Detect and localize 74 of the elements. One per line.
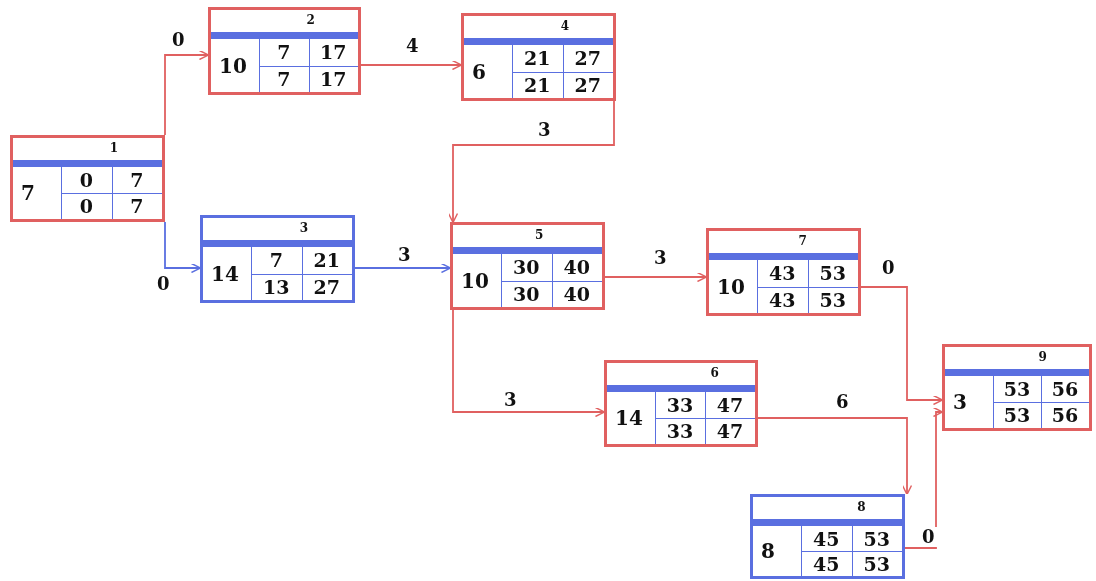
activity-number: 6 (710, 366, 719, 380)
arrow (164, 49, 210, 136)
duration-value: 14 (211, 261, 239, 286)
arrow (164, 221, 202, 274)
late-start-value: 30 (512, 282, 541, 305)
activity-number: 1 (109, 141, 119, 155)
early-start-value: 33 (665, 394, 695, 416)
early-finish-value: 53 (862, 527, 891, 550)
activity-box (10, 135, 165, 222)
activity-number: 7 (798, 234, 807, 248)
late-finish-value: 27 (573, 73, 602, 96)
late-start-value: 45 (812, 552, 841, 575)
arrow (604, 271, 708, 283)
activity-number: 3 (299, 221, 309, 235)
duration-value: 10 (219, 53, 247, 78)
early-finish-value: 47 (715, 394, 745, 416)
duration-value: 14 (615, 406, 643, 430)
duration-value: 10 (461, 268, 489, 293)
activity-box (750, 494, 905, 579)
arrow (447, 100, 615, 224)
activity-box (450, 222, 605, 310)
early-finish-value: 17 (319, 41, 348, 64)
early-start-value: 43 (768, 262, 797, 285)
late-start-value: 13 (262, 275, 291, 298)
arrow (354, 262, 452, 274)
activity-number: 9 (1038, 350, 1047, 364)
early-start-value: 21 (523, 47, 552, 70)
duration-value: 8 (761, 539, 775, 563)
late-finish-value: 53 (862, 552, 891, 575)
late-start-value: 0 (78, 195, 94, 217)
arrow (860, 286, 944, 406)
arrow (452, 309, 606, 418)
activity-box (461, 13, 616, 101)
late-finish-value: 17 (319, 67, 348, 90)
activity-number: 5 (534, 228, 544, 242)
late-start-value: 7 (276, 67, 292, 90)
early-start-value: 45 (812, 527, 841, 550)
early-finish-value: 40 (562, 256, 591, 279)
duration-value: 7 (21, 181, 35, 205)
early-finish-value: 7 (129, 169, 145, 191)
activity-box (208, 7, 361, 95)
arrow (904, 406, 944, 549)
late-finish-value: 53 (818, 288, 847, 311)
late-start-value: 33 (665, 420, 695, 442)
late-finish-value: 47 (715, 420, 745, 442)
activity-number: 4 (560, 19, 570, 33)
activity-box (200, 215, 355, 303)
late-start-value: 21 (523, 73, 552, 96)
late-finish-value: 27 (312, 275, 341, 298)
activity-box (604, 360, 758, 447)
duration-value: 10 (717, 274, 745, 299)
arrow (360, 59, 463, 71)
early-start-value: 7 (276, 41, 292, 64)
late-finish-value: 40 (562, 282, 591, 305)
late-start-value: 43 (768, 288, 797, 311)
edge-label: 0 (920, 527, 937, 547)
late-start-value: 53 (1002, 404, 1032, 426)
early-start-value: 0 (78, 169, 94, 191)
early-finish-value: 21 (312, 249, 341, 272)
early-start-value: 30 (512, 256, 541, 279)
activity-box (942, 344, 1092, 431)
early-finish-value: 27 (573, 47, 602, 70)
arrow (757, 417, 913, 496)
activity-number: 2 (306, 13, 315, 27)
late-finish-value: 7 (129, 195, 145, 217)
duration-value: 6 (472, 59, 486, 84)
early-finish-value: 56 (1050, 378, 1080, 400)
activity-number: 8 (857, 500, 866, 514)
duration-value: 3 (953, 390, 967, 414)
early-start-value: 7 (268, 249, 284, 272)
late-finish-value: 56 (1050, 404, 1080, 426)
early-finish-value: 53 (818, 262, 847, 285)
activity-box (706, 228, 861, 316)
early-start-value: 53 (1002, 378, 1032, 400)
